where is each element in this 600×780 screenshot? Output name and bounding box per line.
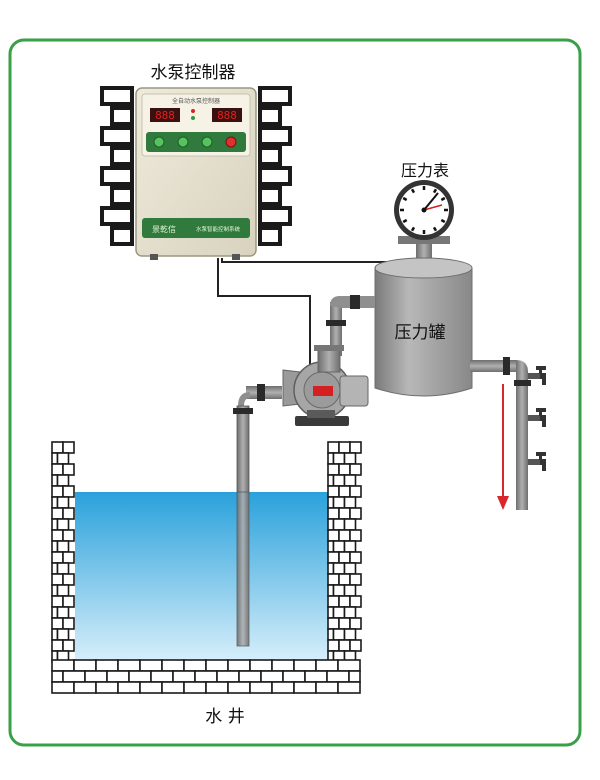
pump-icon [246,345,369,426]
faucet-group [528,366,546,471]
tank-label: 压力罐 [395,323,446,343]
water-well [51,441,362,694]
brick-wall-right [258,86,292,246]
pressure-tank [374,257,473,397]
well-water [75,492,328,660]
suction-pipe-submerged [236,491,250,647]
well-label: 水 井 [205,707,244,727]
brick-wall-left [100,86,134,246]
indicator-led-2 [191,116,195,120]
faucet-icon [528,408,546,427]
controller-button-2[interactable] [177,136,189,148]
display-right [212,108,242,122]
pressure-gauge-icon [394,180,454,266]
well-wall-left [51,441,75,663]
controller-footer-text: 水泵智能控制系统 [196,225,241,233]
faucet-icon [528,366,546,385]
faucet-icon [528,452,546,471]
well-wall-bottom [51,659,361,694]
display-right-digits: 888 [217,109,237,122]
controller-button-stop[interactable] [225,136,237,148]
pump-motor-label [313,386,333,396]
display-left [150,108,180,122]
well-wall-right [327,441,362,663]
pump-controller: 全自动水泵控制器 888 888 景乾信 水泵智能控制系统 [135,87,257,260]
controller-button-3[interactable] [201,136,213,148]
controller-header-text: 全自动水泵控制器 [172,97,220,105]
flow-arrow [497,384,509,510]
controller-label: 水泵控制器 [151,63,236,83]
controller-brand: 景乾信 [152,224,176,234]
pipe-pump-to-tank [326,295,375,356]
wire-to-gauge [221,258,400,263]
display-left-digits: 888 [155,109,175,122]
gauge-label: 压力表 [401,161,449,180]
pipe-tank-to-outlets [470,357,531,510]
indicator-led-1 [191,109,195,113]
controller-button-1[interactable] [153,136,165,148]
